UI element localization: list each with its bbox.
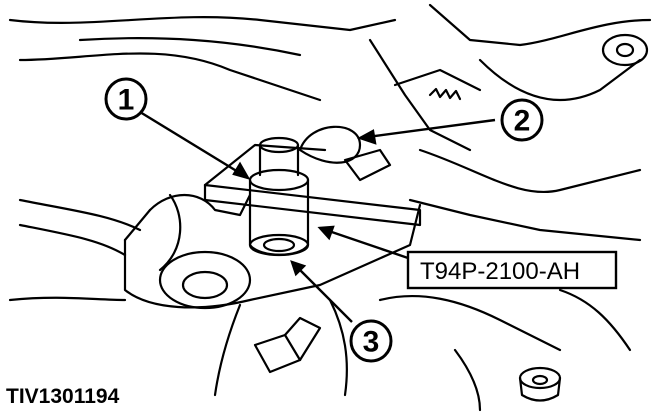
figure-id: TIV1301194 (6, 385, 120, 408)
leader-lines (139, 110, 496, 323)
callout-3-number: 3 (363, 326, 380, 359)
callout-1-number: 1 (118, 84, 135, 117)
callout-2-number: 2 (514, 105, 531, 138)
tool-label-box: T94P-2100-AH (406, 250, 618, 290)
callout-3: 3 (349, 319, 393, 363)
background-structure (8, 3, 652, 412)
callout-1: 1 (104, 77, 148, 121)
callout-2: 2 (500, 98, 544, 142)
tool-code-label: T94P-2100-AH (420, 258, 580, 285)
